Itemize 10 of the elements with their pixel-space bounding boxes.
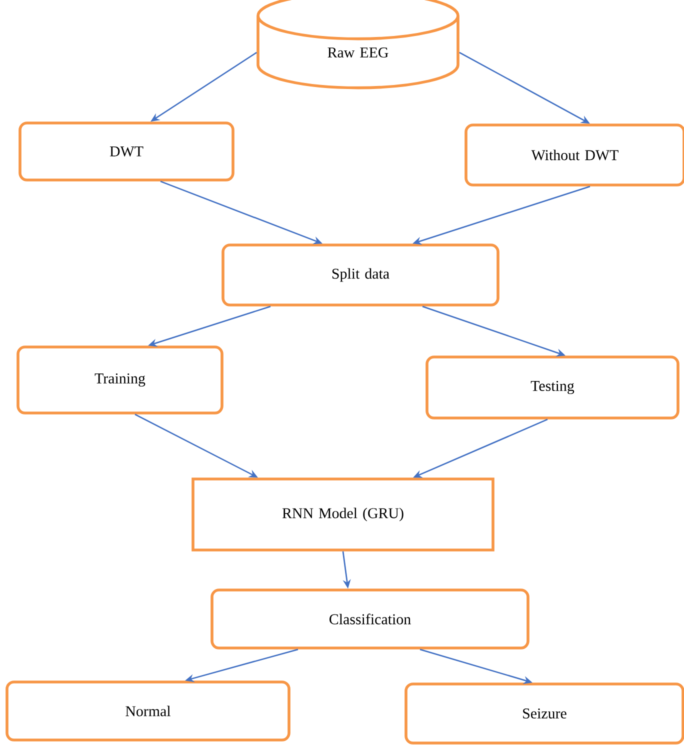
process-box: Classification: [210, 588, 530, 650]
process-box: Split data: [222, 244, 500, 306]
output-box: Seizure: [404, 682, 684, 744]
process-box: Without DWT: [464, 124, 684, 186]
process-box: Testing: [426, 356, 680, 420]
process-box: DWT: [18, 122, 234, 182]
output-box: Normal: [6, 680, 290, 742]
storage-cylinder: Raw EEG: [256, 0, 460, 90]
process-box: Training: [16, 346, 224, 414]
model-box: RNN Model (GRU): [192, 478, 494, 552]
